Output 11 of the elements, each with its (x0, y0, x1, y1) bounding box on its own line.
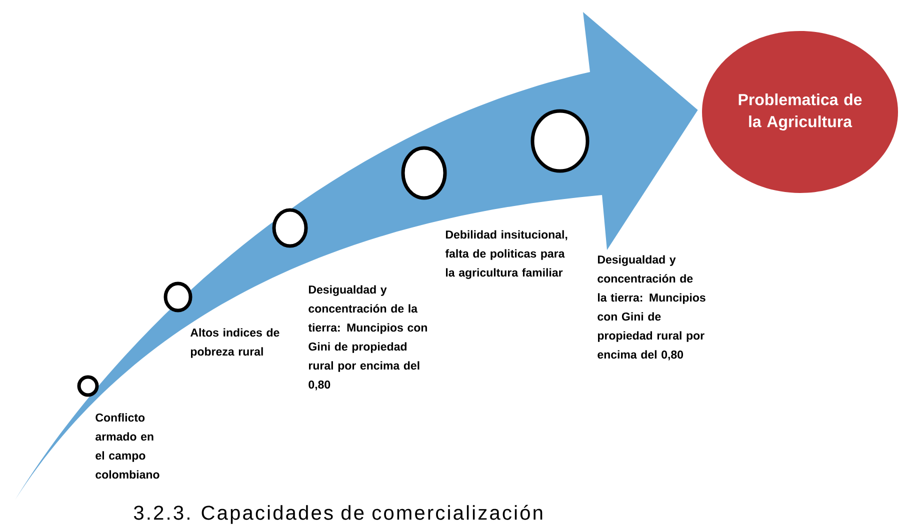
circle-marker (164, 282, 192, 312)
step-label: Desigualdad y concentración de la tierra: Muncipios con Gini de propiedad rural por encima del 0,80 (308, 285, 427, 390)
step-label: Altos indices de pobreza rural (190, 328, 280, 358)
step-label: Debilidad insitucional, falta de politicas para la agricultura familiar (445, 230, 568, 279)
circle-marker (77, 375, 99, 397)
circle-marker (272, 208, 308, 248)
section-heading: 3.2.3. Capacidades de comercialización (134, 504, 542, 524)
step-label: Conflicto armado en el campo colombiano (96, 413, 160, 479)
ellipse-node: Problematica de la Agricultura (702, 31, 898, 193)
step-label: Desigualdad y concentración de la tierra: Muncipios con Gini de propiedad rural por encima del 0,80 (598, 255, 706, 360)
circle-marker (530, 109, 590, 173)
